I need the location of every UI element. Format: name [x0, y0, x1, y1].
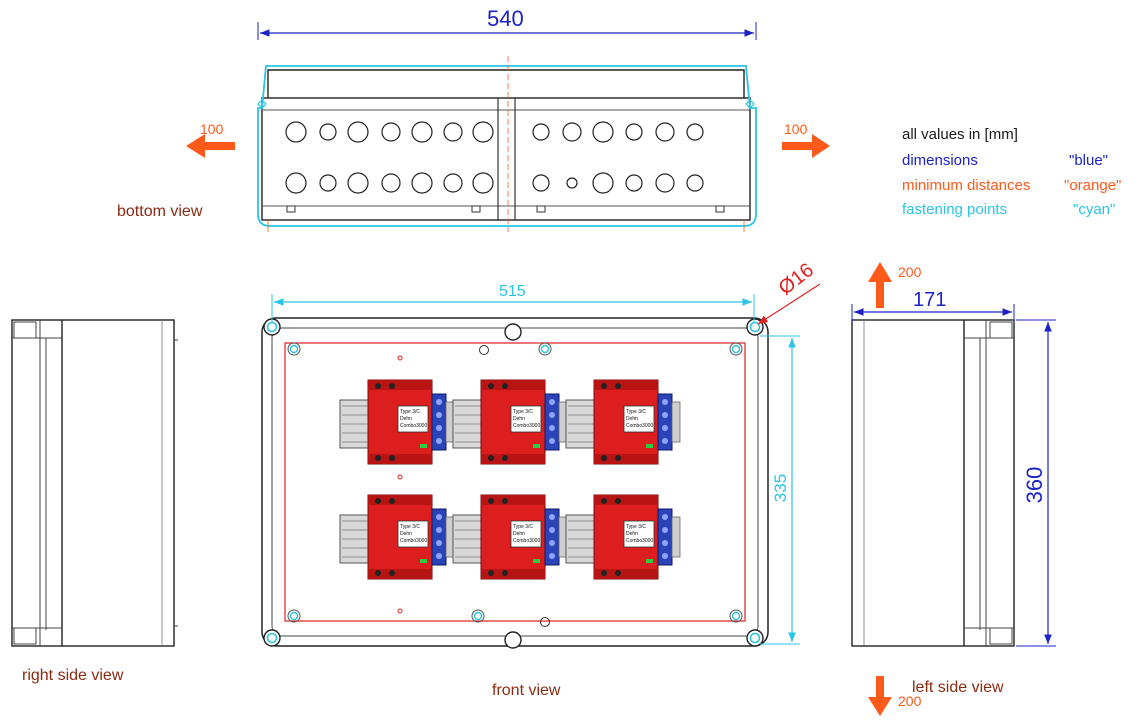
view-label-right-side: right side view	[22, 667, 124, 684]
module-label-text: Combo3000	[626, 423, 653, 429]
clearance-arrow-right	[782, 134, 830, 158]
module-label-text: Combo3000	[513, 538, 540, 544]
view-label-bottom: bottom view	[117, 203, 203, 220]
legend-minimum-label: minimum distances	[902, 177, 1031, 194]
clearance-top-label: 200	[898, 264, 922, 280]
clearance-arrow-bottom	[868, 676, 892, 716]
bottom-view-fastening-outline	[257, 65, 757, 227]
module-label-text: Type 3/C	[400, 409, 420, 415]
dimension-360-label: 360	[1022, 467, 1047, 504]
dimension-335-label: 335	[771, 474, 790, 502]
module-label-text: Dehn	[400, 416, 412, 422]
bottom-view-drawing	[257, 56, 757, 232]
bottom-view-body	[261, 97, 751, 221]
module-label-text: Type 3/C	[626, 409, 646, 415]
clearance-right-label: 100	[784, 121, 808, 137]
module-label-text: Type 3/C	[513, 524, 533, 530]
clearance-arrow-top	[868, 262, 892, 308]
module-label-text: Dehn	[626, 416, 638, 422]
dimension-171	[851, 304, 1015, 322]
front-view-mounting-plate	[284, 342, 746, 622]
bottom-view-lid	[267, 69, 745, 98]
front-view-enclosure	[261, 317, 769, 647]
right-side-view-drawing	[11, 319, 178, 647]
left-side-view-drawing	[851, 319, 1015, 647]
module-label-text: Dehn	[400, 531, 412, 537]
module-label-text: Dehn	[513, 416, 525, 422]
clearance-left-label: 100	[200, 121, 224, 137]
module-label-text: Combo3000	[626, 538, 653, 544]
legend-minimum-value: "orange"	[1064, 177, 1122, 194]
legend-dimensions-label: dimensions	[902, 152, 978, 169]
module-label-text: Combo3000	[400, 423, 427, 429]
module-label-text: Combo3000	[400, 538, 427, 544]
view-label-left-side: left side view	[912, 679, 1004, 696]
legend-dimensions-value: "blue"	[1069, 152, 1109, 169]
dimension-540	[257, 22, 757, 40]
dimension-360	[1016, 319, 1056, 647]
hole-diameter-label: Ø16	[775, 259, 818, 300]
dimension-335	[760, 335, 800, 645]
dimension-515-label: 515	[499, 283, 526, 300]
module-label-text: Combo3000	[513, 423, 540, 429]
legend-header: all values in [mm]	[902, 126, 1018, 143]
module-label-text: Type 3/C	[626, 524, 646, 530]
legend-fastening-value: "cyan"	[1073, 201, 1116, 218]
legend-fastening-label: fastening points	[902, 201, 1008, 218]
dimension-540-label: 540	[487, 6, 524, 31]
module-label-text: Dehn	[513, 531, 525, 537]
clearance-bottom-label: 200	[898, 693, 922, 709]
view-label-front: front view	[492, 682, 561, 699]
cable-entry-holes	[285, 121, 704, 194]
dimension-515	[271, 294, 755, 322]
module-label-text: Type 3/C	[400, 524, 420, 530]
module-label-text: Dehn	[626, 531, 638, 537]
clearance-arrow-left	[186, 134, 235, 158]
hole-diameter-leader	[757, 283, 821, 325]
module-label-text: Type 3/C	[513, 409, 533, 415]
dimension-171-label: 171	[913, 289, 947, 311]
